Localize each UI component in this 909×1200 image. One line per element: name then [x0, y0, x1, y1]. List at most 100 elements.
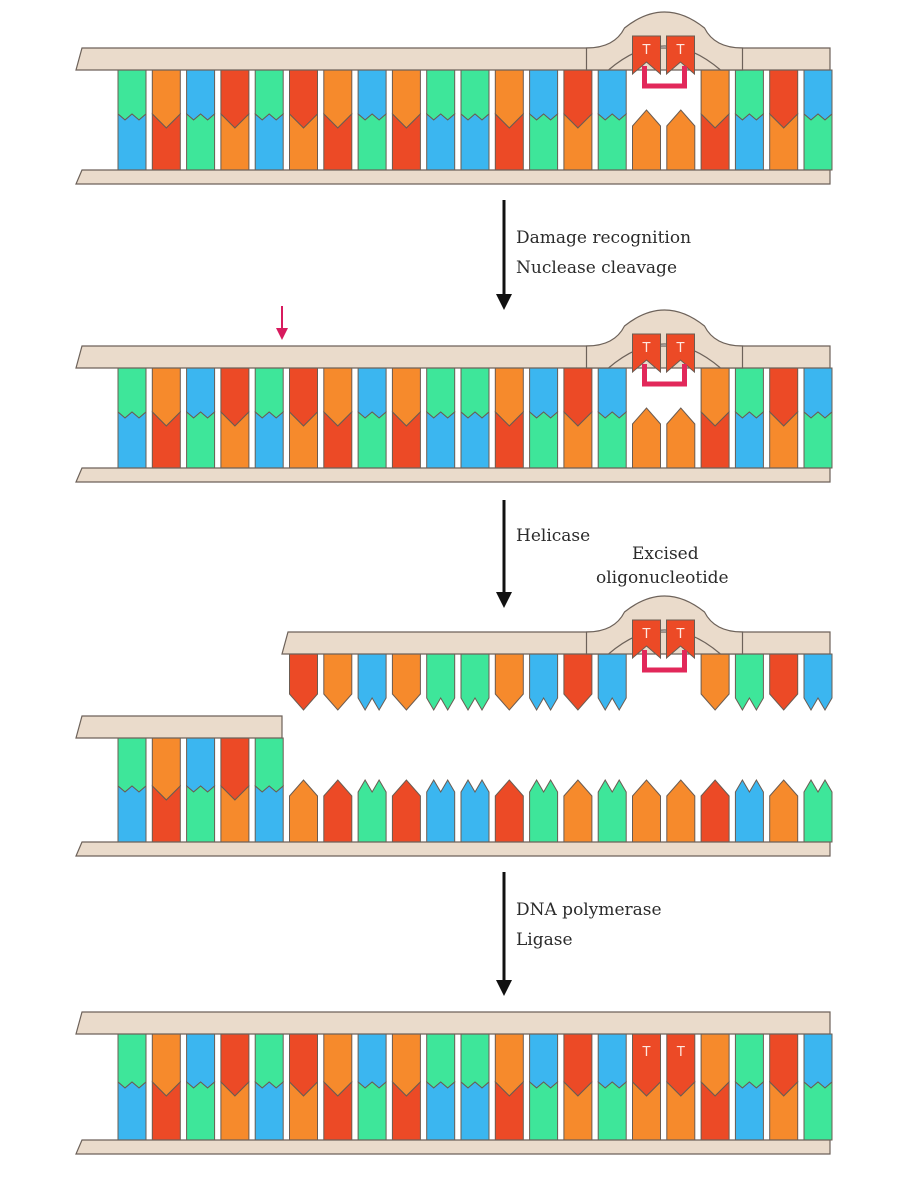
panel3-excised-base-18	[700, 653, 730, 711]
panel2-base-top-8	[357, 367, 387, 419]
panel1-base-bottom-13	[529, 112, 559, 171]
panel3-template-base-21	[803, 779, 833, 843]
panel4-base-bottom-3	[186, 1080, 216, 1141]
panel1-base-bottom-18	[700, 112, 730, 171]
panel2-base-bottom-11	[460, 410, 490, 469]
panel1-thymine-1-label: T	[642, 43, 651, 58]
panel3-template-base-13	[529, 779, 559, 843]
panel3-template-base-16	[632, 779, 661, 843]
panel2-base-top-3	[186, 367, 216, 419]
arrow-down-icon	[276, 328, 288, 340]
step-2-arrow-head-icon	[496, 592, 512, 608]
panel3-excised-base-21	[803, 653, 833, 711]
panel3-template-base-9	[391, 779, 421, 843]
panel4-base-bottom-10	[426, 1080, 456, 1141]
panel3-base-top-1	[117, 737, 147, 793]
panel1-thymine-2	[666, 35, 695, 76]
panel3-excised-base-14	[563, 653, 593, 711]
panel1-base-bottom-7	[323, 112, 353, 171]
panel2-base-bottom-14	[563, 410, 593, 469]
panel2-base-top-11	[460, 367, 490, 419]
panel1-base-bottom-15	[597, 112, 627, 171]
panel4-base-top-15	[597, 1033, 627, 1089]
panel4-base-bottom-17	[666, 1080, 696, 1141]
panel1-base-top-13	[529, 69, 559, 121]
panel4-base-bottom-13	[529, 1080, 559, 1141]
panel1-base-top-10	[426, 69, 456, 121]
panel1-base-top-8	[357, 69, 387, 121]
panel1-bottom-backbone	[75, 169, 831, 185]
panel2-base-bottom-16	[632, 407, 661, 469]
panel2-thymine-2	[666, 333, 695, 374]
panel2-thymine-2-label: T	[676, 341, 685, 356]
step1-label-line2: Nuclease cleavage	[516, 258, 678, 278]
panel2-base-bottom-21	[803, 410, 833, 469]
panel1-base-bottom-19	[734, 112, 764, 171]
panel1-base-top-21	[803, 69, 833, 121]
panel4-base-top-13	[529, 1033, 559, 1089]
panel2-base-top-5	[254, 367, 284, 419]
panel1-base-bottom-12	[494, 112, 524, 171]
panel2-base-bottom-3	[186, 410, 216, 469]
panel4-base-bottom-4	[220, 1080, 250, 1141]
panel2-base-bottom-13	[529, 410, 559, 469]
panel3-template-base-8	[357, 779, 387, 843]
panel1-base-top-11	[460, 69, 490, 121]
panel1-base-bottom-9	[391, 112, 421, 171]
panel1-base-bottom-4	[220, 112, 250, 171]
panel4-base-bottom-1	[117, 1080, 147, 1141]
panel3-base-top-3	[186, 737, 216, 793]
panel2-bottom-backbone	[75, 467, 831, 483]
panel3-excised-base-6	[289, 653, 318, 711]
panel2-base-bottom-9	[391, 410, 421, 469]
step3-label-line1: DNA polymerase	[516, 900, 662, 920]
panel4-thymine-1-label: T	[642, 1045, 651, 1060]
panel3-template-base-19	[734, 779, 764, 843]
panel1-base-top-3	[186, 69, 216, 121]
panel2-base-bottom-12	[494, 410, 524, 469]
panel4-base-bottom-12	[494, 1080, 524, 1141]
panel2-dimer-crosslink	[642, 364, 687, 387]
panel4-base-top-3	[186, 1033, 216, 1089]
excised-label-line1: Excised	[632, 544, 699, 564]
panel1-base-bottom-1	[117, 112, 147, 171]
panel1-base-bottom-14	[563, 112, 593, 171]
panel4-base-top-8	[357, 1033, 387, 1089]
panel4-base-top-5	[254, 1033, 284, 1089]
panel2-base-top-15	[597, 367, 627, 419]
panel2-base-bottom-7	[323, 410, 353, 469]
panel2-base-bottom-6	[289, 410, 318, 469]
panel2-base-bottom-18	[700, 410, 730, 469]
panel4-thymine-2-label: T	[676, 1045, 685, 1060]
panel3-template-base-7	[323, 779, 353, 843]
panel3-thymine-1	[632, 619, 661, 660]
panel3-excised-base-19	[734, 653, 764, 711]
panel2-base-top-19	[734, 367, 764, 419]
panel3-excised-base-12	[494, 653, 524, 711]
panel1-dimer-crosslink	[642, 66, 687, 89]
panel4-base-top-1	[117, 1033, 147, 1089]
panel1-thymine-1	[632, 35, 661, 76]
panel3-template-base-15	[597, 779, 627, 843]
panel4-base-bottom-2	[151, 1080, 181, 1141]
panel1-base-bottom-6	[289, 112, 318, 171]
step3-label-line2: Ligase	[516, 930, 573, 950]
panel3-thymine-2-label: T	[676, 627, 685, 642]
panel2-base-bottom-15	[597, 410, 627, 469]
panel2-base-top-21	[803, 367, 833, 419]
panel3-excised-base-7	[323, 653, 353, 711]
panel3-excised-base-15	[597, 653, 627, 711]
panel3-bottom-backbone	[75, 841, 831, 857]
panel3-excised-base-9	[391, 653, 421, 711]
panel4-base-bottom-21	[803, 1080, 833, 1141]
panel4-base-bottom-6	[289, 1080, 318, 1141]
panel2-base-bottom-8	[357, 410, 387, 469]
panel2-base-bottom-17	[666, 407, 696, 469]
panel4-base-bottom-18	[700, 1080, 730, 1141]
panel1-base-top-5	[254, 69, 284, 121]
panel1-base-top-15	[597, 69, 627, 121]
panel2-base-top-13	[529, 367, 559, 419]
panel1-base-bottom-3	[186, 112, 216, 171]
